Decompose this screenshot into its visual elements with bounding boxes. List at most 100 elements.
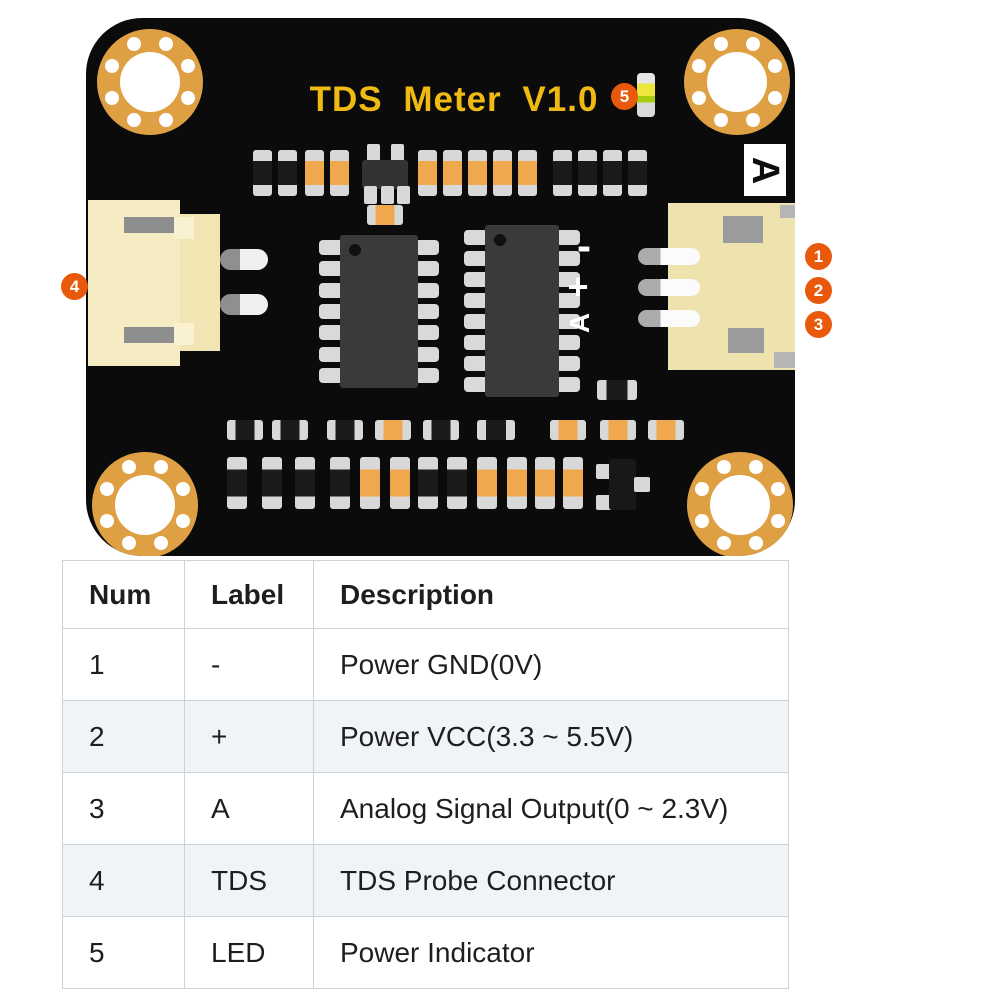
- ic-pin: [415, 346, 439, 362]
- connector-pad: [774, 352, 795, 368]
- hole-dot: [695, 513, 710, 528]
- hole-dot: [692, 90, 707, 105]
- hole-dot: [122, 460, 137, 475]
- ic-pin: [319, 325, 343, 341]
- hole-dot: [175, 513, 190, 528]
- connector-pin: [220, 249, 268, 270]
- hole-dot: [745, 112, 760, 127]
- smd-resistor: [227, 457, 247, 509]
- ic-pin: [319, 304, 343, 319]
- table-row: 1-Power GND(0V): [62, 628, 789, 701]
- hole-dot: [748, 535, 763, 550]
- hole-dot: [100, 482, 115, 497]
- ic-pin: [556, 251, 580, 266]
- hole-dot: [767, 90, 782, 105]
- cell-description: TDS Probe Connector: [313, 844, 789, 917]
- cell-description: Power VCC(3.3 ~ 5.5V): [313, 700, 789, 773]
- smd-resistor: [330, 457, 350, 509]
- smd-resistor: [447, 457, 467, 509]
- smd-resistor: [628, 150, 647, 196]
- smd-capacitor: [507, 457, 527, 509]
- smd-capacitor: [518, 150, 537, 196]
- connector-pin-vcc: [638, 279, 700, 296]
- smd-capacitor: [468, 150, 487, 196]
- smd-capacitor: [563, 457, 583, 509]
- smd-capacitor: [330, 150, 349, 196]
- ic-pin: [464, 377, 488, 392]
- hole-dot: [180, 90, 195, 105]
- smd-capacitor: [535, 457, 555, 509]
- transistor-pad: [367, 144, 380, 163]
- callout-1: 1: [805, 243, 832, 270]
- hole-dot: [153, 535, 168, 550]
- smd-resistor: [477, 420, 515, 440]
- ic-pin: [464, 251, 488, 266]
- ic-pin: [464, 293, 488, 308]
- hole-dot: [714, 37, 729, 52]
- connector-slot: [124, 327, 174, 343]
- smd-resistor: [578, 150, 597, 196]
- cell-label: LED: [184, 916, 314, 989]
- cell-label: +: [184, 700, 314, 773]
- ic-pin: [319, 240, 343, 255]
- ic-pin: [415, 240, 439, 255]
- hole-dot: [127, 112, 142, 127]
- hole-dot: [692, 59, 707, 74]
- hole-dot: [100, 513, 115, 528]
- connector-pin-gnd: [638, 248, 700, 265]
- hole-dot: [745, 37, 760, 52]
- smd-capacitor: [367, 205, 403, 225]
- mounting-hole-center: [707, 52, 767, 112]
- smd-capacitor: [477, 457, 497, 509]
- pin1-dot: [349, 244, 361, 256]
- cell-num: 1: [62, 628, 185, 701]
- analog-marking-label: A: [744, 156, 787, 184]
- smd-capacitor: [390, 457, 410, 509]
- smd-capacitor: [360, 457, 380, 509]
- smd-resistor: [272, 420, 308, 440]
- smd-resistor: [423, 420, 459, 440]
- mounting-hole: [684, 29, 790, 135]
- connector-pad: [780, 205, 795, 218]
- ic-pin: [415, 368, 439, 383]
- pcb-board: TDS Meter V1.0 A: [86, 18, 795, 556]
- connector-pin: [220, 294, 268, 315]
- mounting-hole-center: [120, 52, 180, 112]
- smd-resistor: [327, 420, 363, 440]
- hole-dot: [767, 59, 782, 74]
- transistor-pad: [391, 144, 404, 163]
- ic-pin: [319, 346, 343, 362]
- power-led: [637, 73, 655, 117]
- connector-slot: [124, 217, 174, 233]
- ic-chip: [340, 235, 418, 388]
- analog-marking-box: A: [744, 144, 786, 196]
- cell-description: Analog Signal Output(0 ~ 2.3V): [313, 772, 789, 845]
- cell-num: 5: [62, 916, 185, 989]
- pin1-dot: [494, 234, 506, 246]
- ic-pin: [556, 314, 580, 329]
- silkscreen-label-plus: +: [567, 266, 589, 307]
- hole-dot: [695, 482, 710, 497]
- ic-pin: [556, 293, 580, 308]
- transistor-pad: [634, 477, 650, 492]
- smd-resistor: [253, 150, 272, 196]
- cell-description: Power Indicator: [313, 916, 789, 989]
- smd-resistor: [597, 380, 637, 400]
- cell-label: -: [184, 628, 314, 701]
- mounting-hole-center: [710, 475, 770, 535]
- ic-pin: [556, 335, 580, 350]
- mounting-hole-center: [115, 475, 175, 535]
- ic-pin: [556, 272, 580, 287]
- ic-pin: [556, 356, 580, 371]
- transistor-pad: [381, 186, 394, 204]
- hole-dot: [127, 37, 142, 52]
- ic-chip: [485, 225, 559, 397]
- mounting-hole: [92, 452, 198, 556]
- cell-num: 4: [62, 844, 185, 917]
